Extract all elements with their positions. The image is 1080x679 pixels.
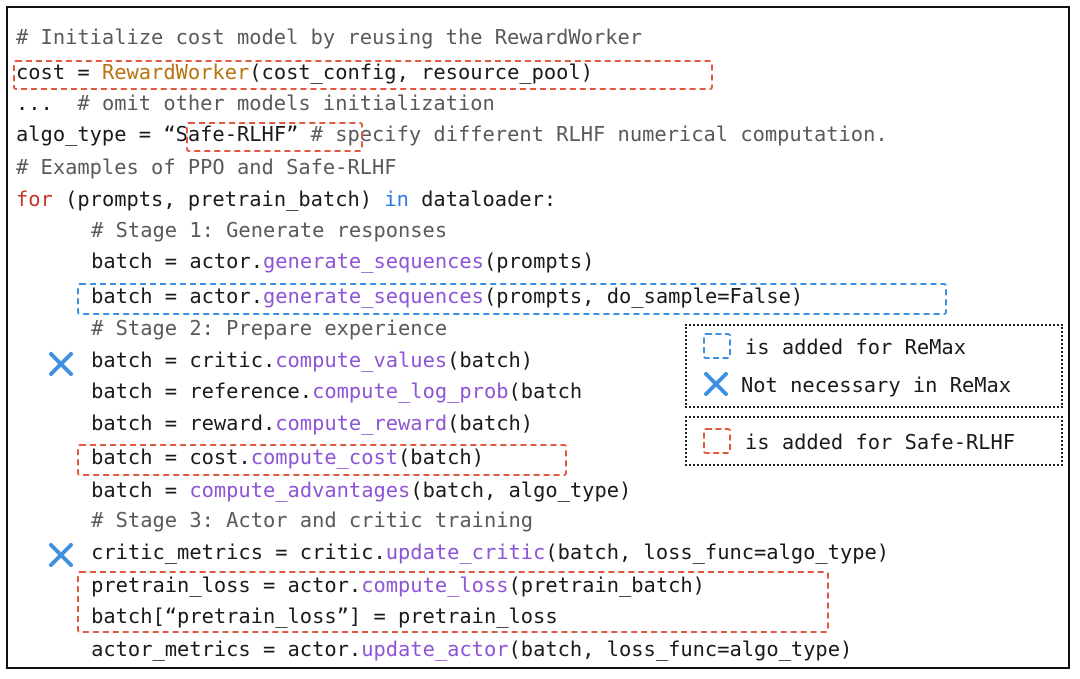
code-token: (batch) <box>398 445 484 469</box>
code-token: # omit other models initialization <box>77 91 495 115</box>
code-token: compute_values <box>275 348 448 372</box>
code-token: compute_cost <box>250 445 399 469</box>
legend-safe-added-label: is added for Safe-RLHF <box>745 430 1016 454</box>
legend-swatch-blue <box>703 333 731 359</box>
code-token: critic_metrics = critic. <box>42 540 386 564</box>
code-token: (prompts, do_sample=False) <box>483 284 804 308</box>
code-token: # Examples of PPO and Safe-RLHF <box>16 155 397 179</box>
code-token: # Stage 3: Actor and critic training <box>42 508 534 532</box>
legend-remax-added-label: is added for ReMax <box>745 335 966 359</box>
code-figure-frame <box>6 6 1070 669</box>
code-line: cost = RewardWorker(cost_config, resourc… <box>16 57 593 87</box>
code-line: ... # omit other models initialization <box>16 88 495 118</box>
code-line: batch = critic.compute_values(batch) <box>42 345 533 375</box>
code-token: compute_advantages <box>189 478 411 502</box>
code-line: batch = compute_advantages(batch, algo_t… <box>42 475 631 505</box>
code-line: batch = cost.compute_cost(batch) <box>42 442 484 472</box>
code-token: compute_reward <box>275 411 448 435</box>
code-token: batch = critic. <box>42 348 276 372</box>
code-line: batch[“pretrain_loss”] = pretrain_loss <box>42 601 558 631</box>
code-line: # Examples of PPO and Safe-RLHF <box>16 152 397 182</box>
code-token: batch = cost. <box>42 445 251 469</box>
code-token: # Stage 2: Prepare experience <box>42 316 448 340</box>
code-token: generate_sequences <box>262 284 484 308</box>
code-line: # Stage 2: Prepare experience <box>42 313 447 343</box>
safe-rlhf-box-pretrain-loss <box>77 571 829 633</box>
code-token: in <box>384 187 409 211</box>
code-token: batch[“pretrain_loss”] = pretrain_loss <box>42 604 558 628</box>
code-token: ... <box>16 91 78 115</box>
code-token: (pretrain_batch) <box>508 573 705 597</box>
code-token: actor_metrics = actor. <box>42 637 362 661</box>
code-token: (batch <box>508 379 583 403</box>
code-line: pretrain_loss = actor.compute_loss(pretr… <box>42 570 705 600</box>
legend-remax <box>685 324 1063 408</box>
code-token: # Stage 1: Generate responses <box>42 218 448 242</box>
code-token: (batch, algo_type) <box>410 478 632 502</box>
code-token: batch = reference. <box>42 379 313 403</box>
remax-box-greedy-sampling <box>77 283 947 315</box>
code-token: (prompts) <box>483 249 595 273</box>
legend-safe-rlhf <box>685 416 1063 466</box>
code-token: # specify different RLHF numerical compu… <box>298 122 888 146</box>
legend-remax-unneeded-label: Not necessary in ReMax <box>741 373 1012 397</box>
code-token: pretrain_loss = actor. <box>42 573 362 597</box>
code-token: (prompts, pretrain_batch) <box>52 187 385 211</box>
code-token: batch = actor. <box>42 284 263 308</box>
code-token: (cost_config, resource_pool) <box>249 60 593 84</box>
legend-swatch-red <box>703 428 731 454</box>
code-token: cost = <box>16 60 102 84</box>
code-line: # Stage 3: Actor and critic training <box>42 505 533 535</box>
code-token: (batch, loss_func=algo_type) <box>545 540 890 564</box>
code-line: actor_metrics = actor.update_actor(batch… <box>42 634 852 664</box>
code-token: batch = <box>42 478 190 502</box>
code-line: batch = reference.compute_log_prob(batch <box>42 376 582 406</box>
code-line: batch = reward.compute_reward(batch) <box>42 408 533 438</box>
safe-rlhf-box-compute-cost <box>77 444 567 476</box>
code-token: “Safe-RLHF” <box>163 122 299 146</box>
code-line: algo_type = “Safe-RLHF” # specify differ… <box>16 119 888 149</box>
code-token: algo_type = <box>16 122 164 146</box>
code-token: batch = reward. <box>42 411 276 435</box>
code-line: critic_metrics = critic.update_critic(ba… <box>42 537 889 567</box>
x-mark-icon <box>49 352 73 376</box>
code-token: dataloader: <box>408 187 557 211</box>
safe-rlhf-box-cost-init <box>13 60 713 90</box>
code-line: batch = actor.generate_sequences(prompts… <box>42 246 594 276</box>
code-token: (batch, loss_func=algo_type) <box>508 637 853 661</box>
code-line: # Initialize cost model by reusing the R… <box>16 22 642 52</box>
code-token: update_critic <box>385 540 546 564</box>
code-token: compute_loss <box>361 573 509 597</box>
x-mark-icon <box>704 372 728 396</box>
code-line: batch = actor.generate_sequences(prompts… <box>42 281 803 311</box>
code-token: generate_sequences <box>262 249 484 273</box>
code-token: compute_log_prob <box>312 379 509 403</box>
code-token: # Initialize cost model by reusing the R… <box>16 25 643 49</box>
code-token: (batch) <box>447 411 534 435</box>
code-token: for <box>16 187 53 211</box>
code-token: (batch) <box>447 348 534 372</box>
x-mark-icon <box>49 543 73 567</box>
code-line: for (prompts, pretrain_batch) in dataloa… <box>16 184 556 214</box>
code-token: update_actor <box>361 637 509 661</box>
code-line: # Stage 1: Generate responses <box>42 215 447 245</box>
code-token: RewardWorker <box>101 60 250 84</box>
safe-rlhf-box-algo-type <box>186 122 363 152</box>
code-token: batch = actor. <box>42 249 263 273</box>
